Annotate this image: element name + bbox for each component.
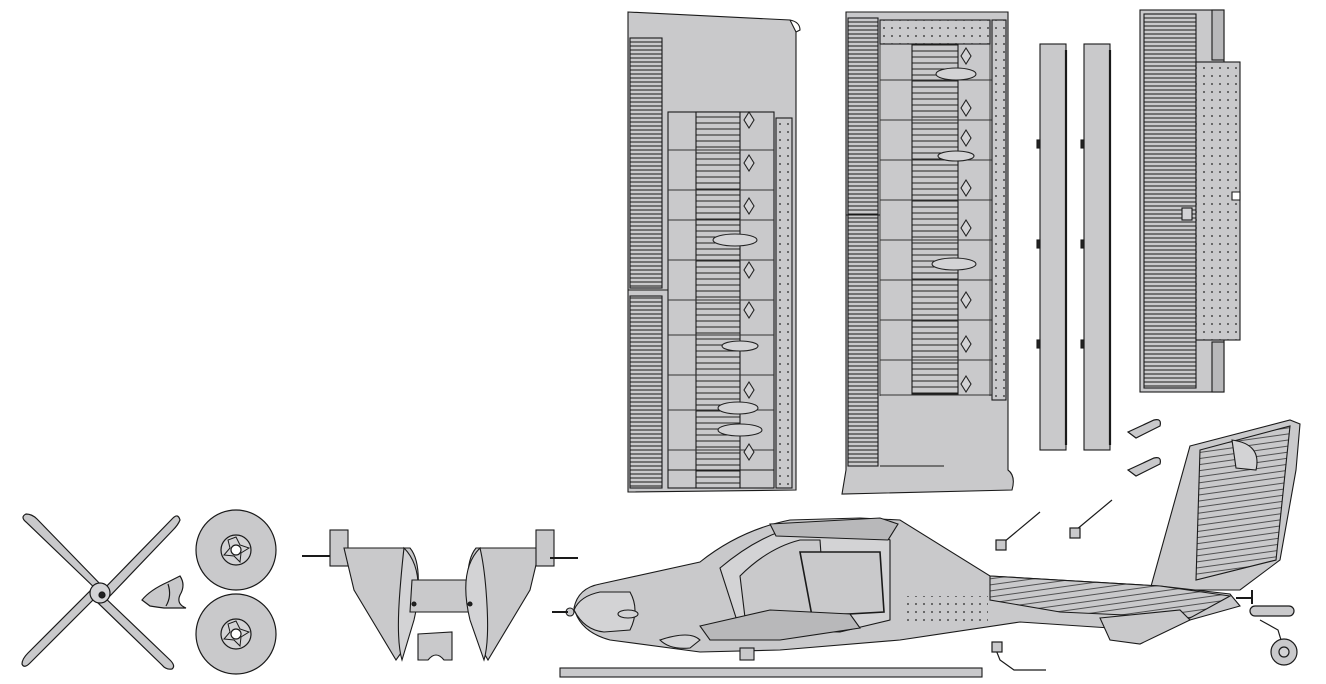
wing-strut-clip-b bbox=[1126, 457, 1161, 477]
antenna-a bbox=[995, 511, 1041, 551]
propeller bbox=[21, 513, 181, 670]
antenna-b bbox=[1069, 499, 1113, 539]
horizontal-stabilizer bbox=[1139, 9, 1241, 393]
gear-bracket bbox=[417, 631, 453, 661]
spinner-cap bbox=[141, 575, 187, 609]
main-wheel-upper bbox=[195, 509, 277, 591]
tail-wheel bbox=[1236, 590, 1298, 666]
aileron-strip-b bbox=[1080, 43, 1112, 451]
wing-right bbox=[841, 11, 1014, 495]
antenna-c bbox=[991, 641, 1046, 671]
aileron-strip-a bbox=[1036, 43, 1068, 451]
fuselage bbox=[552, 419, 1301, 661]
landing-gear-strut bbox=[302, 529, 578, 662]
main-wheel-lower bbox=[195, 593, 277, 675]
base-stand-bar bbox=[559, 667, 983, 678]
wing-strut-clip-a bbox=[1126, 419, 1161, 439]
wing-left bbox=[627, 11, 801, 493]
